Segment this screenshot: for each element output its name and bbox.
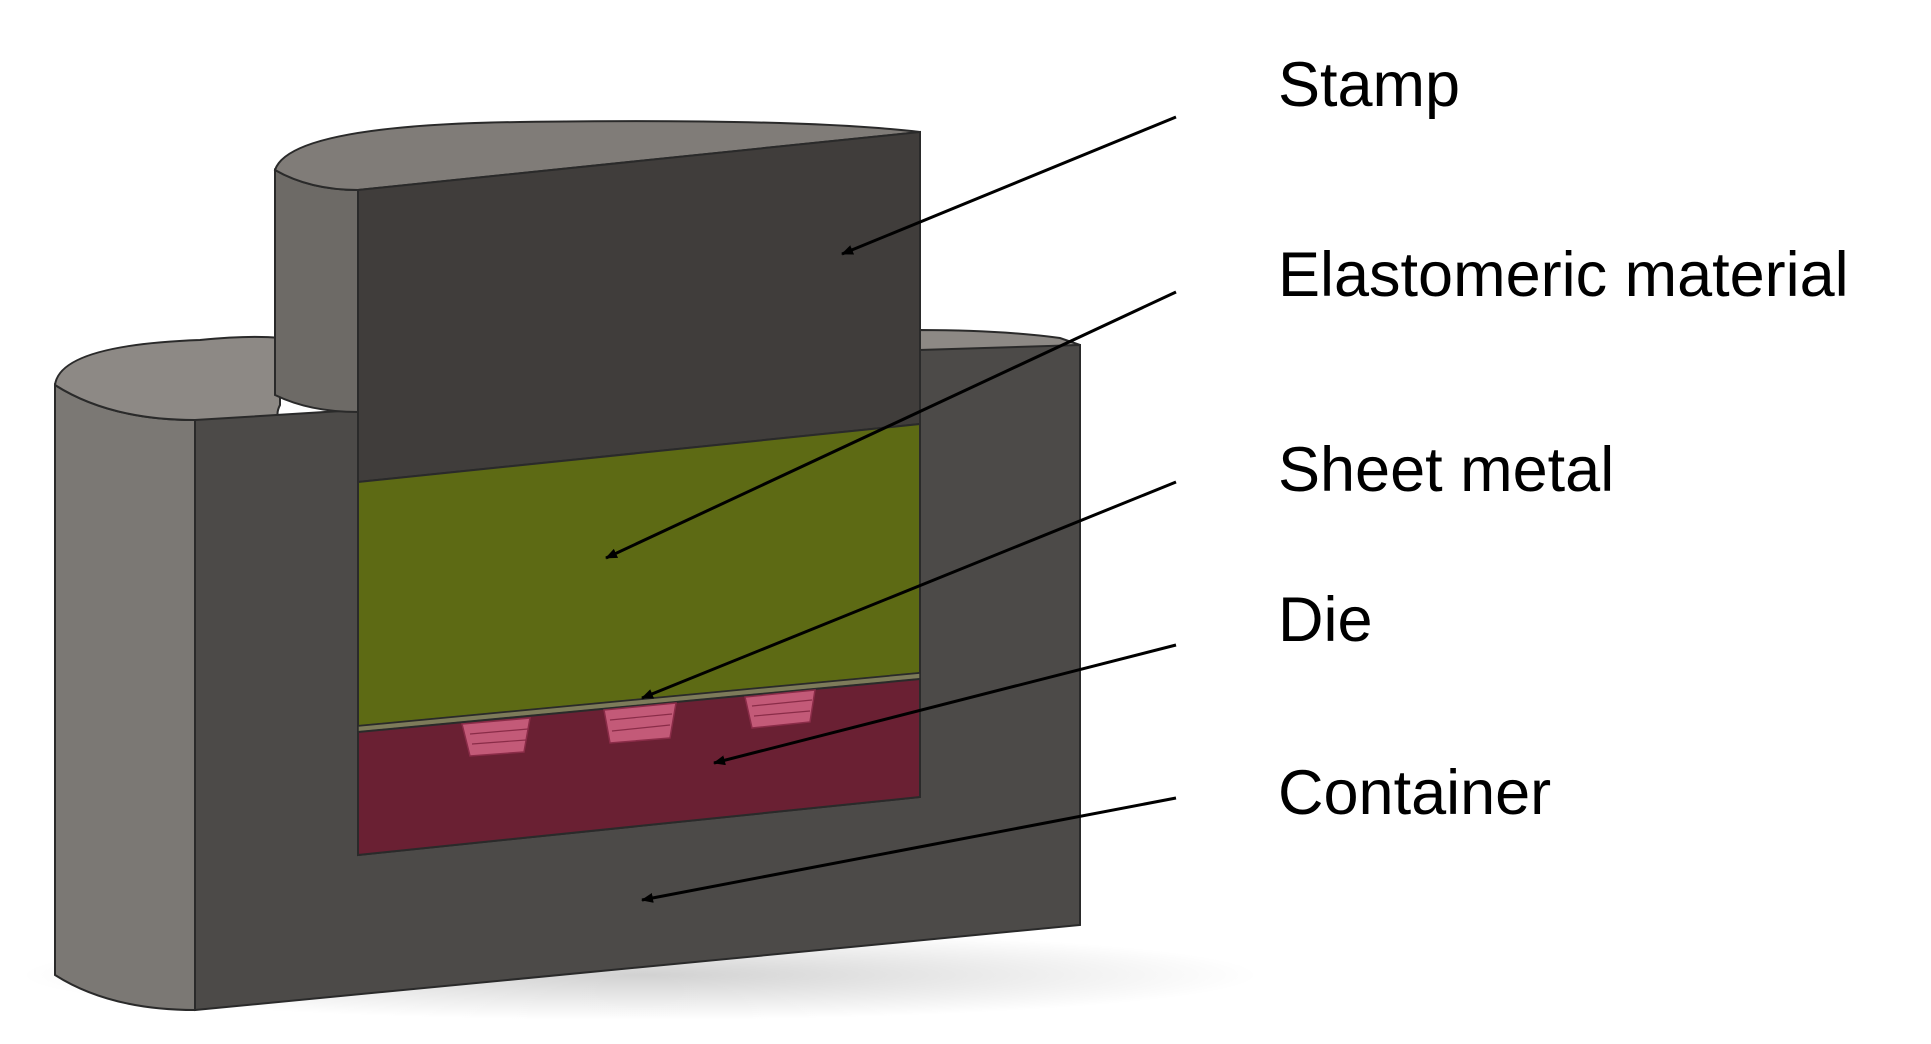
leader-arrows — [605, 115, 1177, 903]
die-cavity-3 — [744, 689, 816, 729]
stamp-curved-side — [274, 168, 359, 414]
container-curved-side — [54, 383, 196, 1012]
die-arrow — [713, 643, 1177, 766]
stamp-cut-face — [357, 130, 921, 484]
stamp-top-face — [273, 120, 921, 192]
sheet-metal-arrow — [641, 480, 1177, 700]
stamp-arrow — [841, 115, 1177, 256]
sheet-metal-label: Sheet metal — [1278, 435, 1614, 505]
die-label: Die — [1278, 585, 1373, 655]
container-label: Container — [1278, 758, 1551, 828]
container-arrow — [641, 796, 1177, 903]
stamp-part — [273, 120, 921, 484]
die-cavity-hatching — [469, 699, 813, 745]
elastomeric-label: Elastomeric material — [1278, 240, 1849, 310]
die-part — [357, 677, 921, 857]
elastomeric-arrow — [605, 290, 1177, 560]
die-cavity-2 — [603, 702, 677, 744]
die-cavity-1 — [461, 717, 531, 757]
stamp-label: Stamp — [1278, 50, 1460, 120]
